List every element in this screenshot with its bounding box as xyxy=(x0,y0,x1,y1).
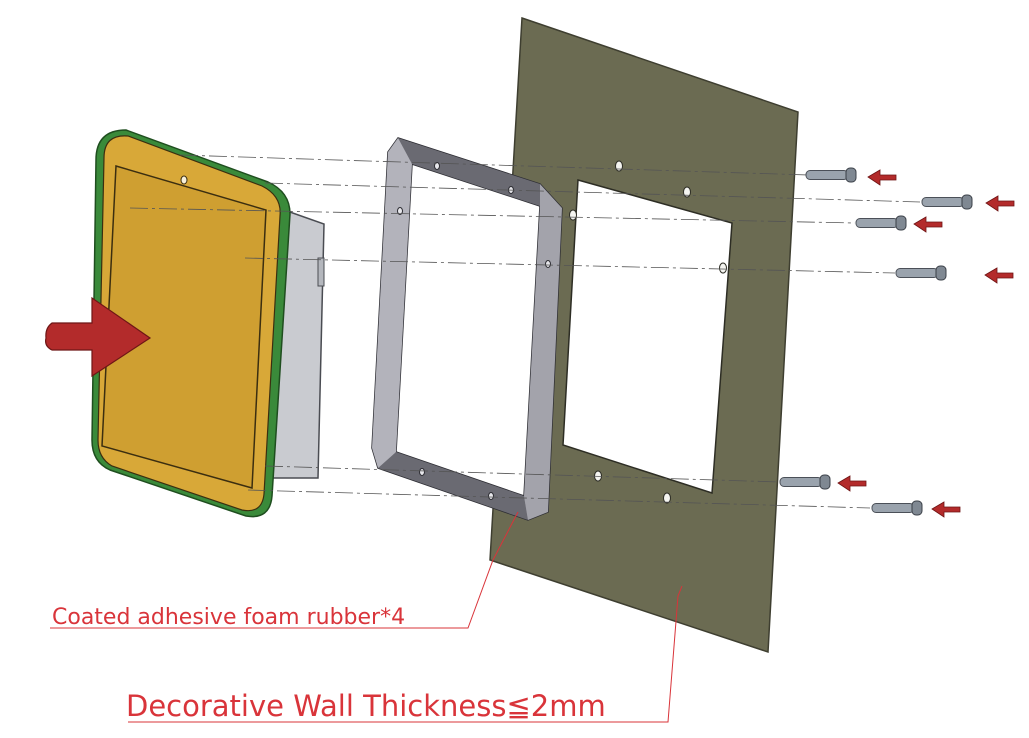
touch-panel-device xyxy=(91,129,291,518)
screw xyxy=(895,265,947,281)
decorative-wall-panel xyxy=(489,16,799,654)
screw xyxy=(805,167,857,183)
screw xyxy=(779,474,831,490)
screw xyxy=(921,194,973,210)
screw xyxy=(871,500,923,516)
screw xyxy=(855,215,907,231)
wall-thickness-label: Decorative Wall Thickness≦2mm xyxy=(126,689,606,723)
foam-rubber-label: Coated adhesive foam rubber*4 xyxy=(52,605,405,630)
arrow-right-icon xyxy=(45,296,152,378)
foam-rubber-frame xyxy=(371,137,563,521)
arrow-left-icon xyxy=(837,169,1015,518)
alignment-lines xyxy=(129,154,921,509)
mounting-screws xyxy=(779,167,973,516)
leader-lines xyxy=(50,511,683,723)
